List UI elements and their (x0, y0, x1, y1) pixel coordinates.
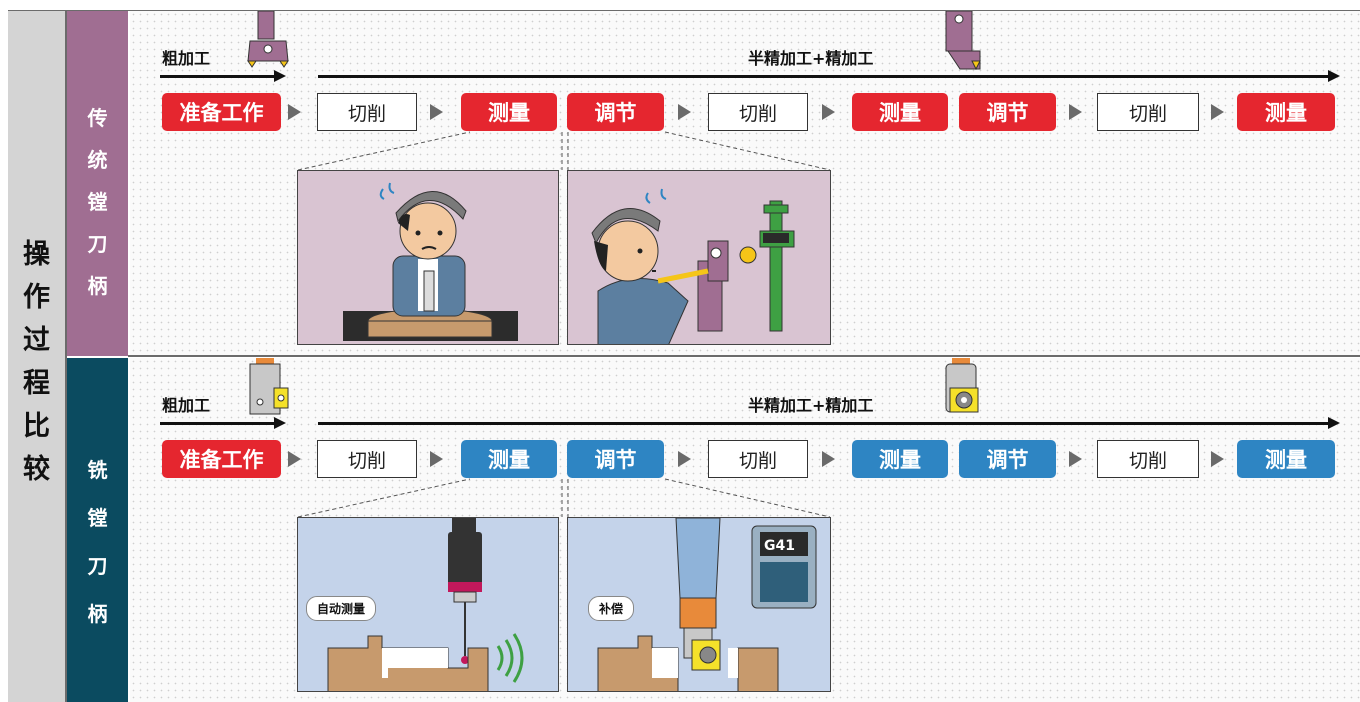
main-label-char: 较 (23, 454, 50, 485)
flow-arrow-icon (1211, 451, 1224, 467)
traditional-boring-holder-label: 传 统 镗 刀 柄 (67, 11, 128, 356)
mill-label-char: 镗 (87, 506, 108, 530)
auto-measure-tag: 自动测量 (306, 596, 377, 621)
rough-boring-tool-icon (247, 11, 289, 68)
trad-label-char: 柄 (87, 274, 108, 298)
trad-label-char: 传 (87, 106, 108, 130)
process-comparison-label: 操 作 过 程 比 较 (8, 11, 67, 702)
flow-arrow-icon (288, 104, 301, 120)
top-border-line (8, 10, 1360, 11)
milling-label-text: 铣 镗 刀 柄 (67, 446, 128, 638)
main-label-char: 程 (23, 368, 50, 399)
flow-arrow-icon (430, 451, 443, 467)
milling-boring-holder-label: 铣 镗 刀 柄 (67, 358, 128, 702)
step-prepare: 准备工作 (162, 93, 281, 131)
manual-measure-illustration (297, 170, 559, 345)
main-label-char: 操 (23, 239, 50, 270)
trad-label-char: 镗 (87, 190, 108, 214)
flow-arrow-icon (822, 451, 835, 467)
traditional-label-text: 传 统 镗 刀 柄 (67, 97, 128, 307)
mill-label-char: 铣 (87, 458, 108, 482)
main-label-char: 比 (23, 411, 50, 442)
flow-arrow-icon (1069, 451, 1082, 467)
step-adjust: 调节 (567, 93, 664, 131)
step-adjust: 调节 (959, 440, 1056, 478)
step-cut: 切削 (708, 93, 808, 131)
step-adjust: 调节 (959, 93, 1056, 131)
step-cut: 切削 (708, 440, 808, 478)
probe-measuring-image (327, 518, 524, 691)
tool-compensation-image: G41 (597, 518, 817, 691)
trad-label-char: 刀 (87, 232, 108, 256)
finish-stage-arrow (318, 70, 1340, 82)
flow-arrow-icon (430, 104, 443, 120)
finish-boring-tool-icon (945, 11, 981, 71)
step-cut: 切削 (317, 440, 417, 478)
flow-arrow-icon (288, 451, 301, 467)
flow-arrow-icon (1211, 104, 1224, 120)
callout-lines (297, 478, 831, 518)
compensation-illustration: G41 (567, 517, 831, 692)
main-label-char: 作 (23, 282, 50, 313)
flow-arrow-icon (822, 104, 835, 120)
manual-adjust-illustration (567, 170, 831, 345)
rough-stage-arrow (160, 70, 286, 82)
finish-stage-arrow (318, 417, 1340, 429)
step-prepare: 准备工作 (162, 440, 281, 478)
finish-milling-tool-icon (945, 358, 979, 413)
step-measure: 测量 (852, 440, 948, 478)
step-measure: 测量 (461, 440, 557, 478)
mill-label-char: 柄 (87, 602, 108, 626)
step-measure: 测量 (852, 93, 948, 131)
rough-milling-tool-icon (249, 358, 289, 415)
step-cut: 切削 (1097, 93, 1199, 131)
flow-arrow-icon (678, 104, 691, 120)
row-divider (128, 355, 1360, 357)
step-measure: 测量 (461, 93, 557, 131)
rough-machining-label: 粗加工 (162, 396, 211, 415)
step-adjust: 调节 (567, 440, 664, 478)
finish-machining-label: 半精加工+精加工 (748, 49, 874, 68)
main-label-char: 过 (23, 325, 50, 356)
callout-lines (297, 131, 831, 171)
flow-arrow-icon (1069, 104, 1082, 120)
nc-screen-text: G41 (764, 538, 795, 554)
step-measure: 测量 (1237, 93, 1335, 131)
process-comparison-text: 操 作 过 程 比 较 (8, 233, 65, 491)
rough-stage-arrow (160, 417, 286, 429)
worker-adjusting-image (591, 188, 795, 344)
step-cut: 切削 (317, 93, 417, 131)
rough-machining-label: 粗加工 (162, 49, 211, 68)
flow-arrow-icon (678, 451, 691, 467)
finish-machining-label: 半精加工+精加工 (748, 396, 874, 415)
compensation-tag: 补偿 (588, 596, 635, 621)
step-cut: 切削 (1097, 440, 1199, 478)
worker-measuring-image (343, 182, 518, 341)
mill-label-char: 刀 (87, 554, 108, 578)
step-measure: 测量 (1237, 440, 1335, 478)
trad-label-char: 统 (87, 148, 108, 172)
